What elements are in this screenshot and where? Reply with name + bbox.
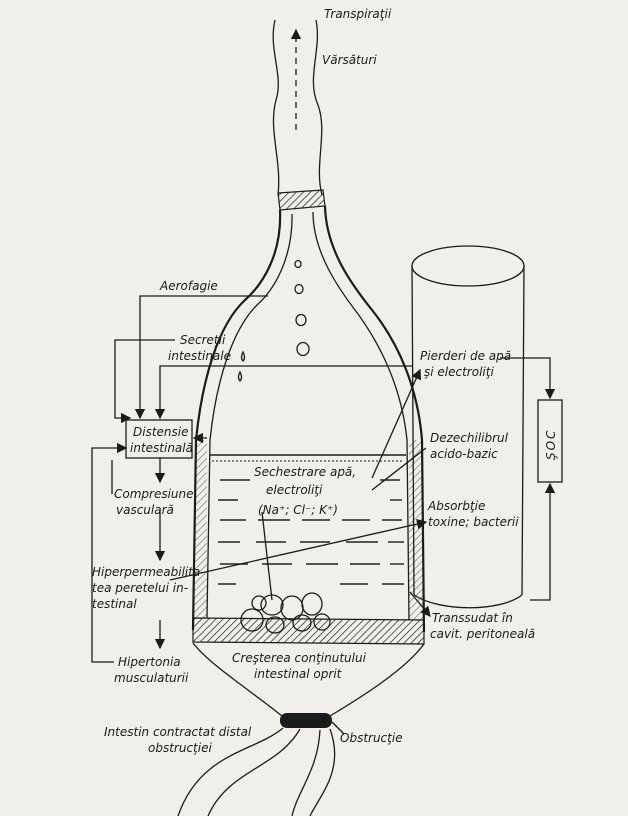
label-crestere-1: Creşterea conţinutului [232,651,367,665]
label-dezechilibru-1: Dezechilibrul [430,431,509,445]
label-transsudat-2: cavit. peritoneală [430,627,535,641]
label-hipertonia-2: musculaturii [114,671,189,685]
label-hiper-2: tea peretelui in- [92,581,188,595]
label-distensie-2: intestinală [130,441,193,455]
fluid-content [210,454,406,585]
label-crestere-2: intestinal oprit [254,667,343,681]
label-sechestrare-1: Sechestrare apă, [254,465,356,479]
label-intestin-2: obstrucţiei [148,741,212,755]
lower-funnel [177,642,425,816]
label-compresiune-2: vasculară [116,503,174,517]
obstructie-pointer [331,721,345,735]
bowel-vessel [191,205,426,645]
right-flow-lines [169,357,556,617]
label-hiper-3: testinal [92,597,137,611]
label-aerofagie: Aerofagie [159,279,218,293]
label-pierderi-1: Pierderi de apă [420,349,511,363]
cylinder [411,245,525,609]
intestinal-content-balls [240,592,331,634]
label-soc: ŞOC [544,429,558,460]
label-compresiune-1: Compresiune [114,487,194,501]
label-obstructie: Obstrucţie [340,731,403,745]
label-intestin-1: Intestin contractat distal [104,725,252,739]
label-pierderi-2: şi electroliţi [424,365,494,379]
label-varsaturi: Vărsături [322,53,377,67]
soc-box [537,399,563,483]
label-secretii-2: intestinale [168,349,231,363]
label-distensie-1: Distensie [133,425,189,439]
label-sechestrare-3: (Na⁺; Cl⁻; K⁺) [258,503,338,517]
label-sechestrare-2: electroliţi [266,483,323,497]
label-transsudat-1: Transsudat în [432,611,513,625]
label-hiper-1: Hiperpermeabilita- [92,565,205,579]
left-flow-lines [91,295,412,663]
label-absorbtie-2: toxine; bacterii [428,515,519,529]
label-transpiratii: Transpiraţii [324,7,392,21]
label-absorbtie-1: Absorbţie [427,499,485,513]
obstruction-band [280,713,332,728]
droplets [237,350,246,382]
label-hipertonia-1: Hipertonia [118,655,181,669]
outflow-tube [272,19,326,211]
label-dezechilibru-2: acido-bazic [430,447,498,461]
distensie-box [125,419,193,459]
label-secretii-1: Secreţii [180,333,226,347]
gas-bubbles [294,259,310,357]
